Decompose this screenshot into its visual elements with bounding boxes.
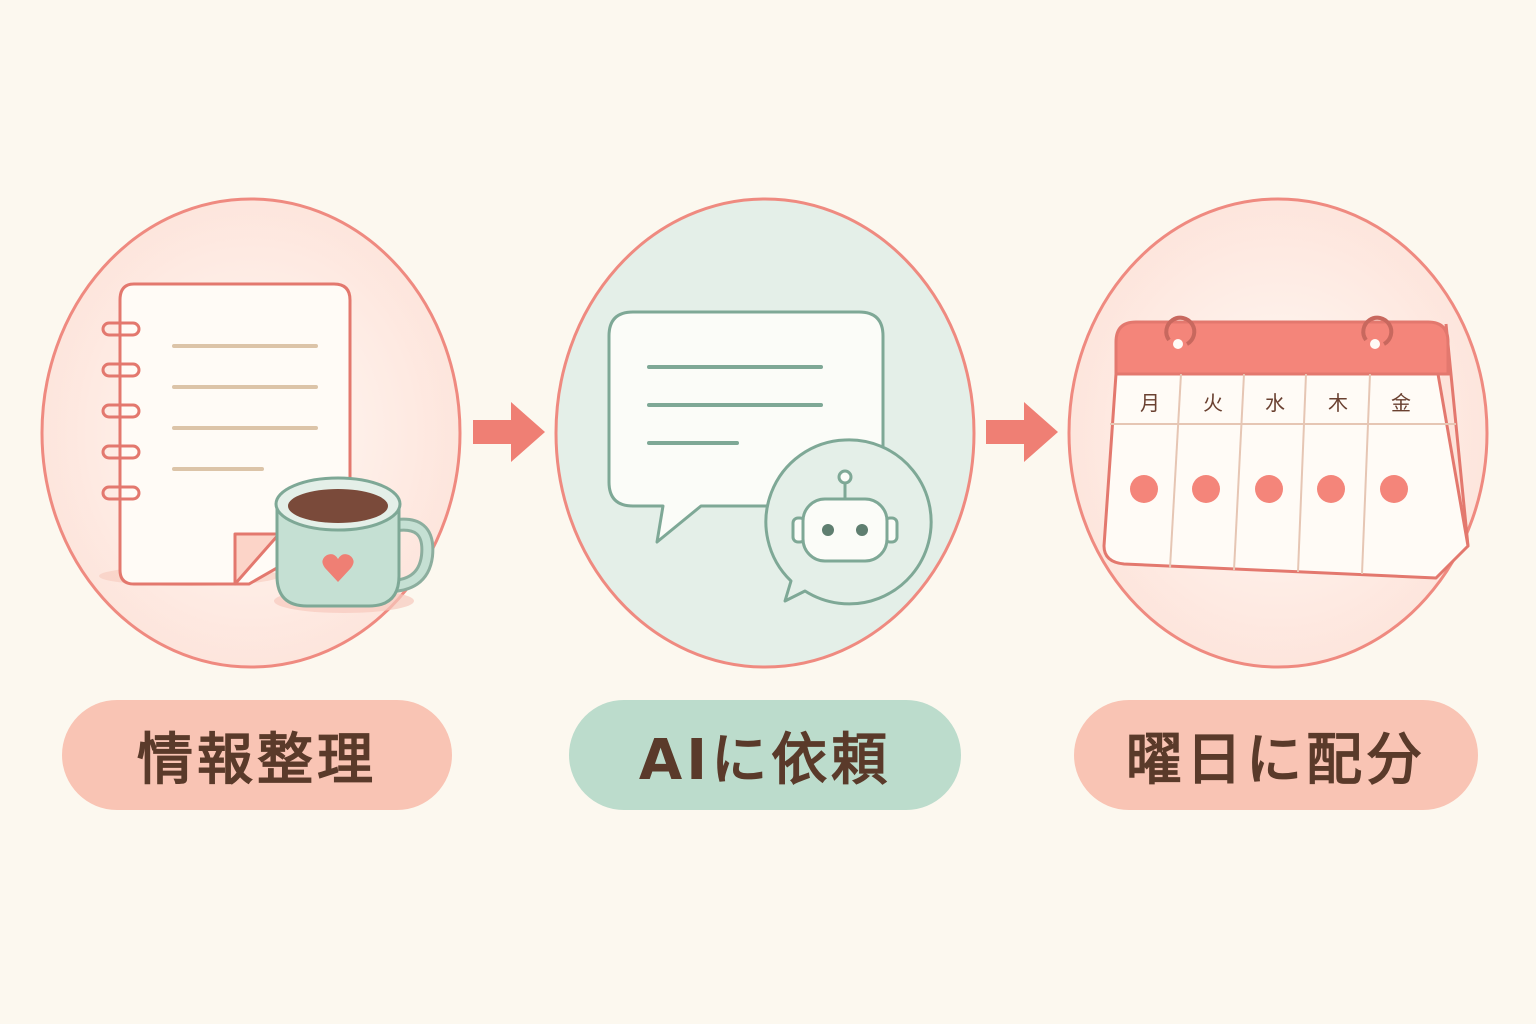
step-label-distribute: 曜日に配分 xyxy=(1074,700,1478,810)
flow-arrow xyxy=(986,402,1058,462)
chat-robot-icon xyxy=(554,197,976,669)
notebook-coffee-icon xyxy=(40,197,462,669)
flow-arrow xyxy=(473,402,545,462)
step-label-text: 曜日に配分 xyxy=(1126,727,1426,793)
step-label-ai-request: AIに依頼 xyxy=(569,700,961,810)
calendar-day-label: 月 xyxy=(1140,391,1160,415)
step-label-organize: 情報整理 xyxy=(62,700,452,810)
calendar-day-label: 水 xyxy=(1265,391,1285,415)
calendar-day-label: 金 xyxy=(1391,391,1411,415)
step-label-text: 情報整理 xyxy=(137,727,377,793)
step-label-text: AIに依頼 xyxy=(638,727,892,793)
calendar-day-label: 木 xyxy=(1328,391,1348,415)
calendar-icon: 月 火 水 木 金 xyxy=(1067,197,1489,669)
calendar-day-label: 火 xyxy=(1203,391,1223,415)
